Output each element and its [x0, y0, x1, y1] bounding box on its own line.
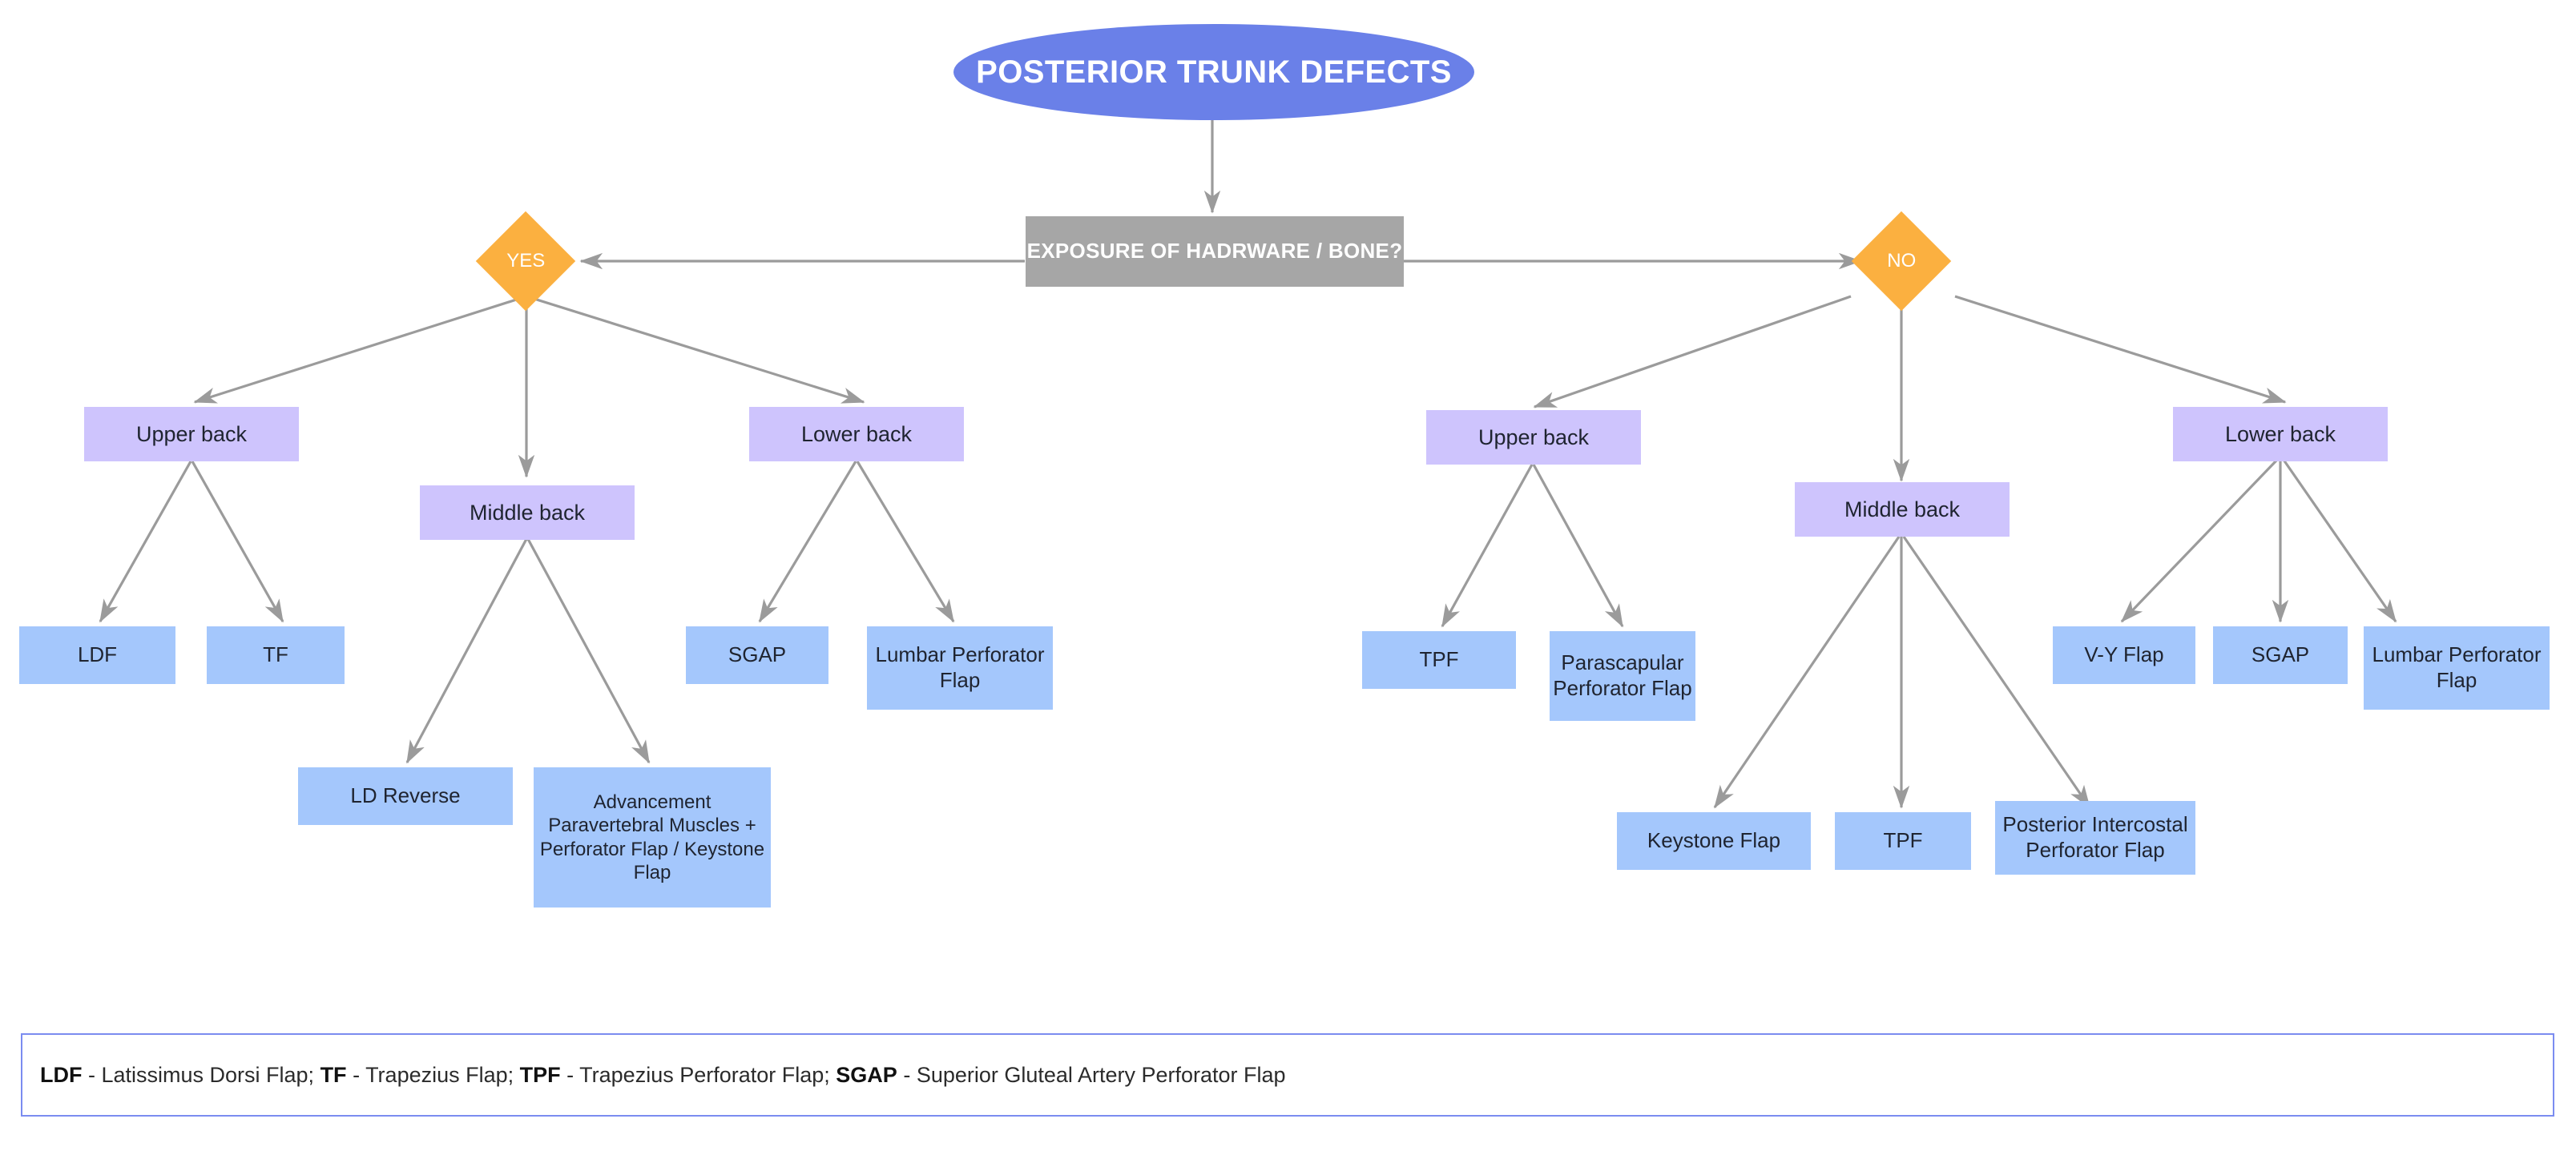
no-region-lower-back[interactable]: Lower back	[2173, 407, 2388, 461]
no-option-parascapular-perforator-flap[interactable]: Parascapular Perforator Flap	[1550, 631, 1695, 721]
yes-option-ld-reverse-label: LD Reverse	[350, 783, 461, 808]
no-option-posterior-intercostal-perforator-flap-label: Posterior Intercostal Perforator Flap	[2002, 812, 2188, 862]
no-option-sgap-label: SGAP	[2251, 642, 2310, 667]
yes-option-tf[interactable]: TF	[207, 626, 345, 684]
legend-abbr-ldf: LDF	[40, 1062, 83, 1087]
legend-abbr-sgap: SGAP	[836, 1062, 897, 1087]
branch-diamond-yes[interactable]: YES	[475, 211, 576, 312]
yes-option-lumbar-perforator-flap-label: Lumbar Perforator Flap	[875, 642, 1045, 692]
yes-region-lower-back-label: Lower back	[800, 421, 913, 446]
yes-option-ld-reverse[interactable]: LD Reverse	[298, 767, 513, 825]
legend-abbr-tf: TF	[320, 1062, 347, 1087]
yes-option-ldf[interactable]: LDF	[19, 626, 175, 684]
yes-option-sgap[interactable]: SGAP	[686, 626, 828, 684]
decision-node-label: EXPOSURE OF HADRWARE / BONE?	[1026, 239, 1403, 264]
yes-region-upper-back-label: Upper back	[135, 421, 248, 446]
branch-diamond-no[interactable]: NO	[1851, 211, 1952, 312]
no-region-lower-back-label: Lower back	[2224, 421, 2336, 446]
no-option-vy-flap-label: V-Y Flap	[2084, 642, 2164, 667]
no-region-upper-back-label: Upper back	[1477, 425, 1590, 449]
no-option-tpf-upper-label: TPF	[1419, 647, 1459, 672]
yes-region-lower-back[interactable]: Lower back	[749, 407, 964, 461]
no-option-tpf-middle-label: TPF	[1883, 828, 1923, 853]
no-region-middle-back[interactable]: Middle back	[1795, 482, 2010, 537]
legend-def-tf: - Trapezius Flap;	[346, 1062, 520, 1087]
yes-region-upper-back[interactable]: Upper back	[84, 407, 299, 461]
no-option-lumbar-perforator-flap[interactable]: Lumbar Perforator Flap	[2364, 626, 2550, 710]
root-node-posterior-trunk-defects[interactable]: POSTERIOR TRUNK DEFECTS	[953, 24, 1474, 120]
yes-option-advancement-paravertebral-label: Advancement Paravertebral Muscles + Perf…	[539, 791, 765, 883]
yes-option-sgap-label: SGAP	[728, 642, 787, 667]
yes-region-middle-back-label: Middle back	[469, 500, 586, 525]
branch-diamond-no-label: NO	[1887, 250, 1917, 272]
no-option-posterior-intercostal-perforator-flap[interactable]: Posterior Intercostal Perforator Flap	[1995, 801, 2195, 875]
no-option-tpf-upper[interactable]: TPF	[1362, 631, 1516, 689]
yes-region-middle-back[interactable]: Middle back	[420, 485, 635, 540]
no-option-sgap[interactable]: SGAP	[2213, 626, 2348, 684]
no-option-vy-flap[interactable]: V-Y Flap	[2053, 626, 2195, 684]
legend-text: LDF - Latissimus Dorsi Flap; TF - Trapez…	[22, 1063, 1286, 1088]
root-node-label: POSTERIOR TRUNK DEFECTS	[976, 54, 1452, 90]
legend-abbr-tpf: TPF	[519, 1062, 561, 1087]
yes-option-ldf-label: LDF	[77, 642, 118, 667]
no-option-parascapular-perforator-flap-label: Parascapular Perforator Flap	[1553, 650, 1692, 700]
no-region-upper-back[interactable]: Upper back	[1426, 410, 1641, 465]
branch-diamond-yes-label: YES	[506, 250, 546, 272]
legend-def-ldf: - Latissimus Dorsi Flap;	[82, 1062, 320, 1087]
decision-node-exposure[interactable]: EXPOSURE OF HADRWARE / BONE?	[1026, 216, 1404, 287]
legend-panel: LDF - Latissimus Dorsi Flap; TF - Trapez…	[21, 1033, 2554, 1117]
yes-option-advancement-paravertebral[interactable]: Advancement Paravertebral Muscles + Perf…	[534, 767, 771, 908]
yes-option-tf-label: TF	[263, 642, 288, 667]
no-option-lumbar-perforator-flap-label: Lumbar Perforator Flap	[2372, 642, 2542, 692]
no-option-keystone-flap[interactable]: Keystone Flap	[1617, 812, 1811, 870]
legend-def-sgap: - Superior Gluteal Artery Perforator Fla…	[897, 1062, 1286, 1087]
no-region-middle-back-label: Middle back	[1844, 497, 1961, 521]
no-option-tpf-middle[interactable]: TPF	[1835, 812, 1971, 870]
legend-def-tpf: - Trapezius Perforator Flap;	[560, 1062, 836, 1087]
yes-option-lumbar-perforator-flap[interactable]: Lumbar Perforator Flap	[867, 626, 1053, 710]
no-option-keystone-flap-label: Keystone Flap	[1647, 828, 1781, 853]
